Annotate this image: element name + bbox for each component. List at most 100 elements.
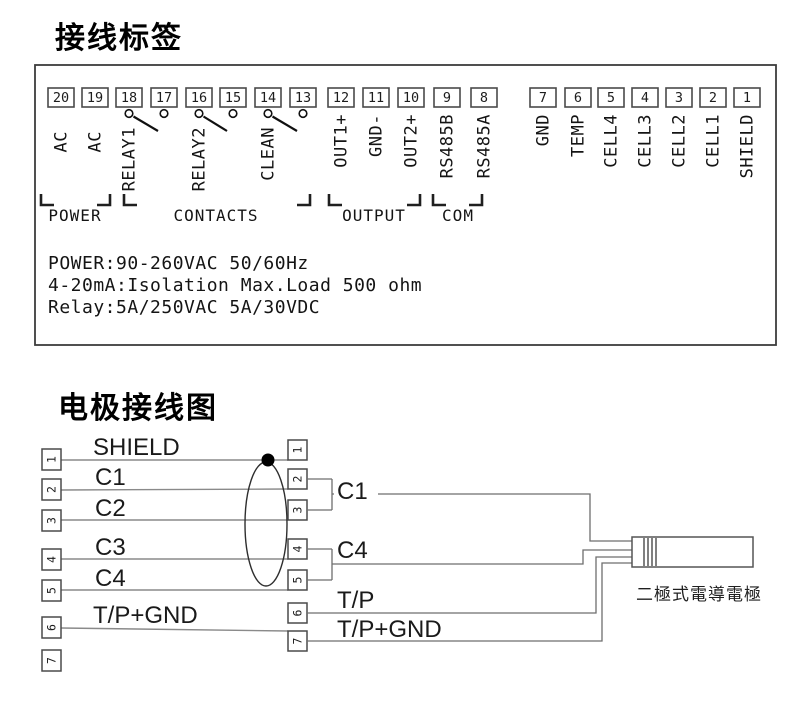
terminal-box [287,439,308,461]
terminal-panel-border [34,64,777,346]
electrode-body [631,536,754,568]
group-output: OUTPUT [327,194,422,225]
terminal-9: 9 RS485B [433,87,461,178]
terminal-box [41,509,62,532]
terminal-17: 17 [150,87,178,108]
terminal-box [41,579,62,602]
terminal-2: 2 CELL1 [699,87,727,168]
left-terminal-2: 2 [41,478,62,501]
terminal-number: 5 [291,577,305,584]
terminal-number: 18 [121,90,137,106]
terminal-number: 11 [368,90,384,106]
wire-label-shield: SHIELD [93,434,180,461]
left-terminal-1: 1 [41,448,62,471]
terminal-number: 9 [443,90,451,106]
relay1-switch-icon [124,108,169,132]
right-terminal-column: 1 2 3 4 5 6 7 [287,439,308,652]
wire-label-c4-right: C4 [337,537,368,564]
terminal-box [327,87,355,108]
terminal-number: 7 [539,90,547,106]
terminal-number: 17 [156,90,172,106]
wire-label-c1-right: C1 [337,478,368,505]
terminal-label: AC [52,131,72,152]
terminal-number: 3 [291,506,305,513]
terminal-15: 15 [219,87,247,108]
terminal-number: 7 [291,637,305,644]
probe-wire-c1 [332,493,632,542]
section2-title: 电极接线图 [58,391,218,426]
terminal-label: SHIELD [738,114,758,178]
terminal-18: 18 RELAY1 [115,87,143,191]
group-com: COM [431,194,484,225]
terminal-number: 10 [403,90,419,106]
terminal-16: 16 RELAY2 [185,87,213,191]
terminal-number: 5 [607,90,615,106]
terminal-number: 5 [45,587,59,594]
contact-pin-icon [228,108,238,119]
wire-label-tp-gnd-right: T/P+GND [337,616,442,643]
cable-wires [60,459,289,632]
terminal-7: 7 GND [529,87,557,146]
terminal-label: CLEAN [259,127,279,181]
bracket-right [97,194,112,207]
probe-wire-c4 [332,549,632,565]
terminal-box [529,87,557,108]
terminal-6: 6 TEMP [564,87,592,157]
bracket-left [327,194,342,207]
terminal-box [47,87,75,108]
terminal-label: RELAY2 [190,127,210,191]
contact-pin-icon [263,108,273,119]
terminal-box [631,87,659,108]
left-terminal-5: 5 [41,579,62,602]
group-contacts: CONTACTS [122,194,312,225]
wire-label-c1: C1 [95,464,126,491]
wire-label-c2: C2 [95,495,126,522]
bracket-right [297,194,312,207]
label-mask [334,477,378,502]
left-terminal-6: 6 [41,616,62,639]
terminal-8: 8 RS485A [470,87,498,178]
terminal-10: 10 OUT2+ [397,87,425,168]
terminal-box [254,87,282,108]
left-terminal-7: 7 [41,649,62,672]
terminal-number: 2 [45,486,59,493]
wire-c1 [60,488,289,491]
right-terminal-6: 6 [287,602,308,624]
wire-label-c3: C3 [95,534,126,561]
terminal-box [470,87,498,108]
probe-side-wiring [307,478,632,642]
switch-blade-icon [202,115,228,132]
right-terminal-5: 5 [287,569,308,591]
terminal-number: 13 [295,90,311,106]
terminal-label: CELL1 [704,114,724,168]
section-electrode-diagram: 电极接线图 1 2 3 [41,391,761,672]
terminal-label: RS485A [475,114,495,178]
contact-pin-icon [194,108,204,119]
spec-line-power: POWER:90-260VAC 50/60Hz [48,253,309,274]
spec-line-relay: Relay:5A/250VAC 5A/30VDC [48,297,320,318]
terminal-box [397,87,425,108]
terminal-number: 14 [260,90,276,106]
terminal-box [219,87,247,108]
terminal-label: GND [534,114,554,146]
group-label: POWER [48,206,101,225]
terminal-12: 12 OUT1+ [327,87,355,168]
terminal-number: 1 [743,90,751,106]
terminal-box [41,649,62,672]
bracket-left [39,194,54,207]
terminal-number: 12 [333,90,349,106]
terminal-13: 13 [289,87,317,108]
terminal-box [41,478,62,501]
right-terminal-4: 4 [287,538,308,560]
terminal-number: 7 [45,657,59,664]
terminal-box [597,87,625,108]
terminal-label: AC [86,131,106,152]
group-label: COM [442,206,474,225]
terminal-number: 19 [87,90,103,106]
group-power: POWER [39,194,112,225]
bracket-right [469,194,484,207]
terminal-number: 16 [191,90,207,106]
switch-blade-icon [271,115,298,132]
